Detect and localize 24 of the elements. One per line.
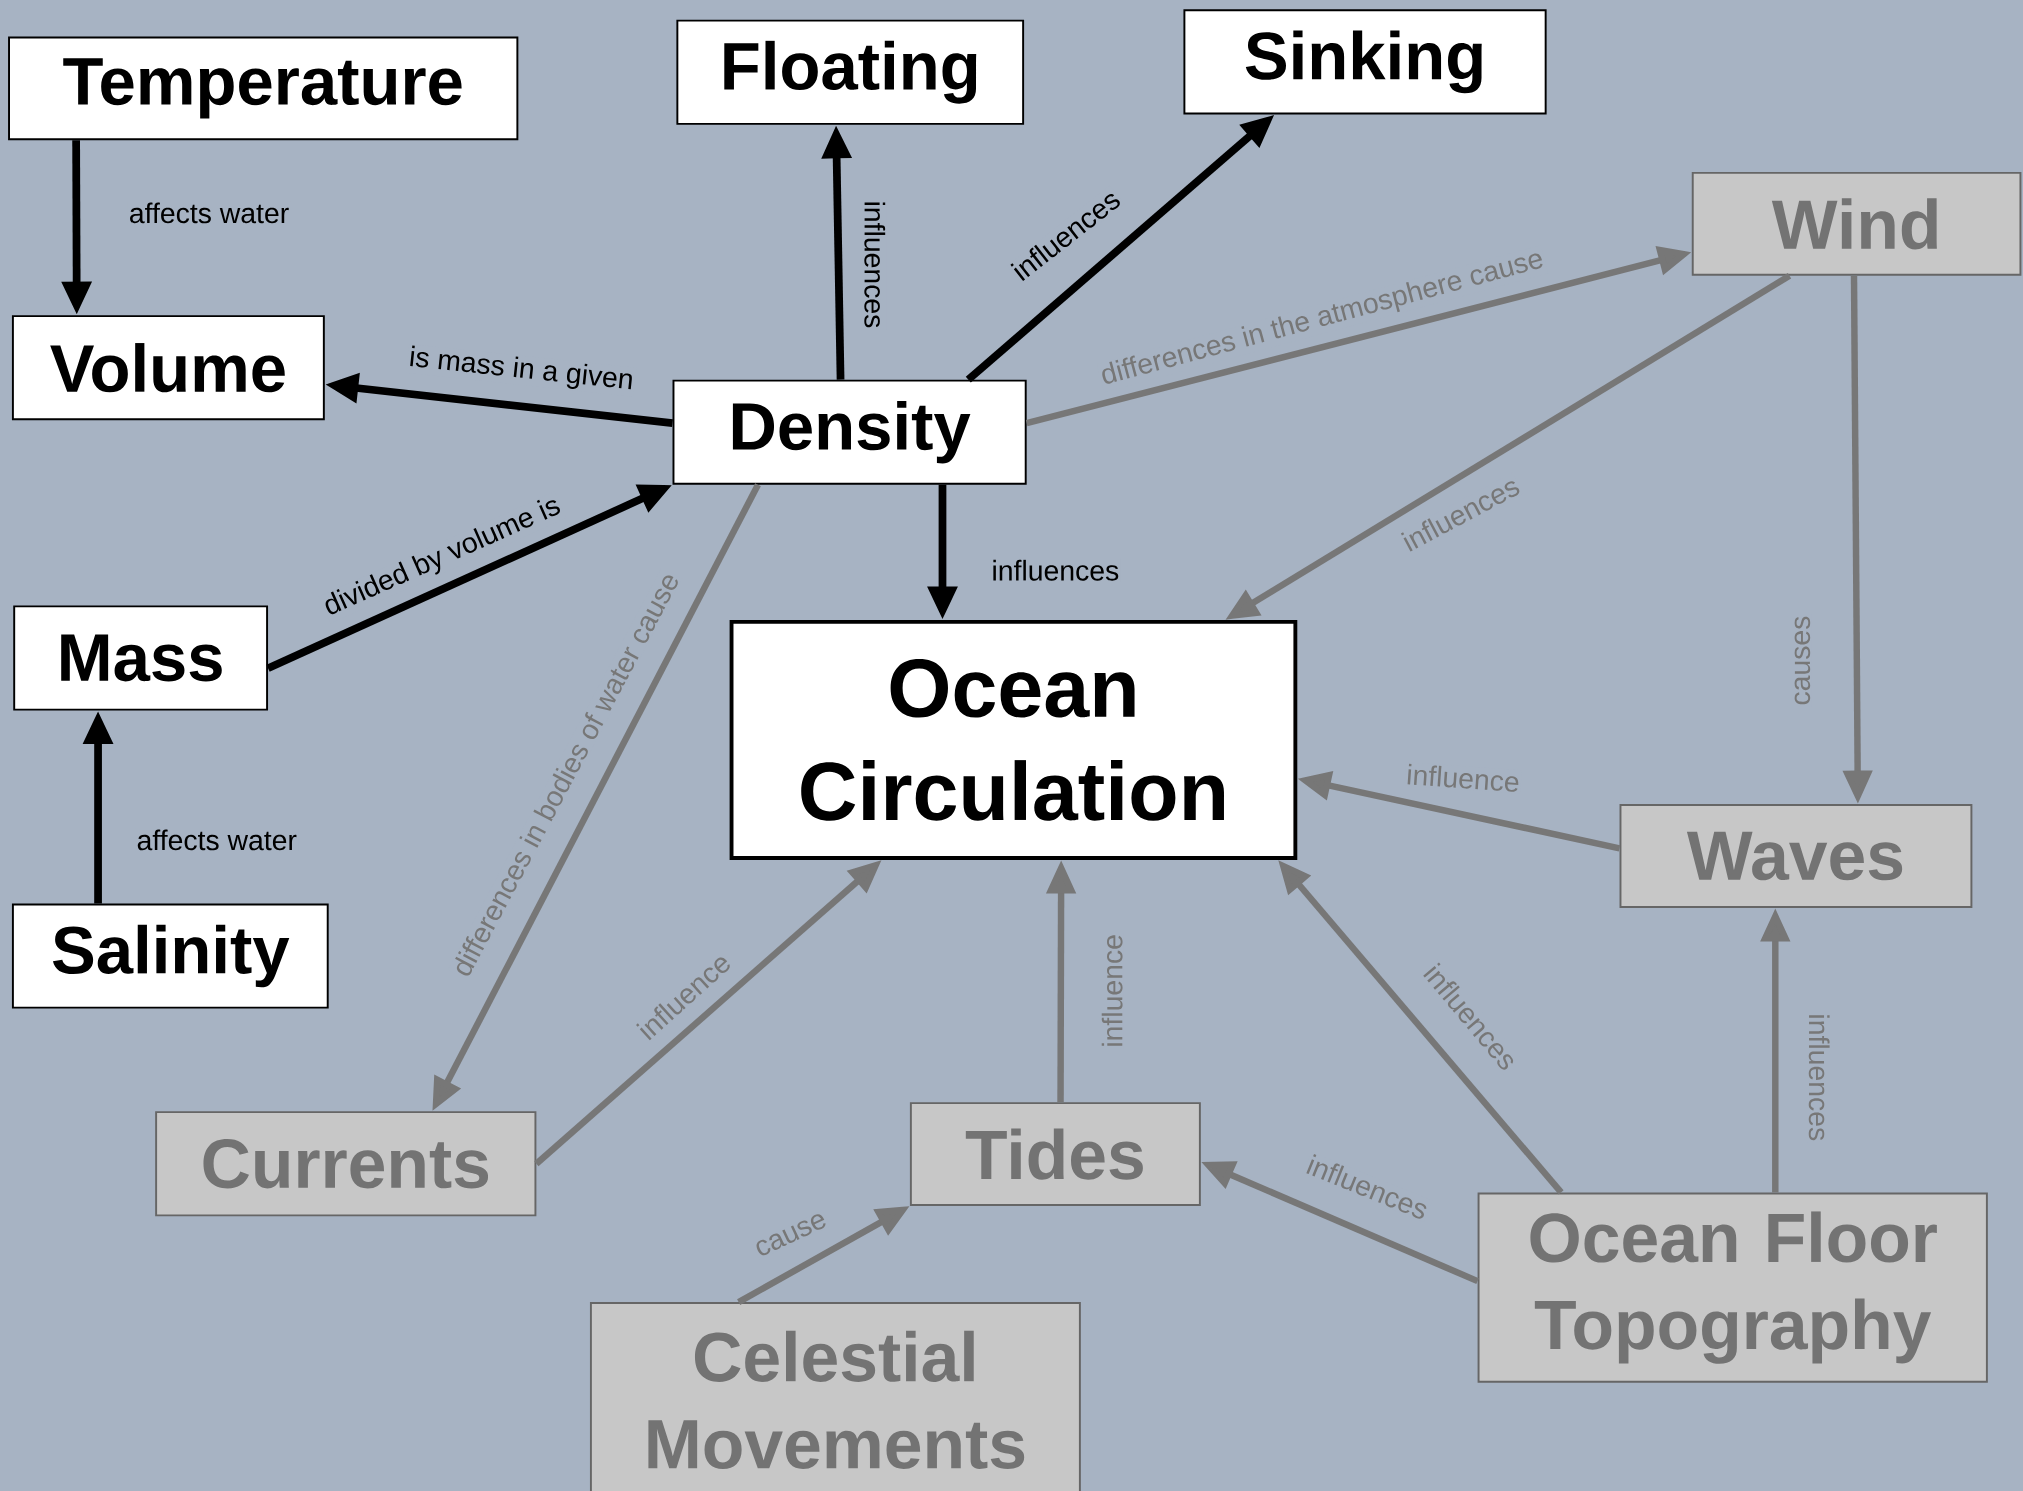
- concept-box: Celestial Movements: [589, 1301, 1081, 1491]
- concept-box: Floating: [676, 19, 1025, 125]
- concept-box: Volume: [11, 314, 325, 421]
- concept-box: Wind: [1691, 171, 2022, 276]
- concept-box: Mass: [13, 605, 269, 711]
- concept-box: Waves: [1619, 803, 1973, 908]
- concept-box: Ocean Circulation: [729, 619, 1298, 860]
- concept-box: Salinity: [11, 903, 329, 1009]
- edge-label: causes: [1793, 614, 1812, 707]
- concept-box: Tides: [909, 1101, 1201, 1206]
- edge-label: influences: [863, 199, 887, 330]
- edge-label: is mass in a given: [406, 343, 637, 397]
- concept-box: Currents: [155, 1110, 537, 1217]
- edge-label: affects water: [135, 828, 299, 852]
- concept-box: Temperature: [8, 36, 519, 141]
- edge-label: influences: [990, 558, 1121, 582]
- edge-label: influence: [1404, 762, 1522, 794]
- concept-box: Density: [672, 379, 1027, 485]
- edge-label: influences: [1807, 1011, 1831, 1143]
- edge-label: affects water: [127, 200, 291, 225]
- concept-box: Ocean Floor Topography: [1477, 1192, 1988, 1383]
- concept-box: Sinking: [1183, 9, 1547, 115]
- edge-label: influence: [1100, 932, 1124, 1049]
- edge-label: cause: [751, 1209, 831, 1260]
